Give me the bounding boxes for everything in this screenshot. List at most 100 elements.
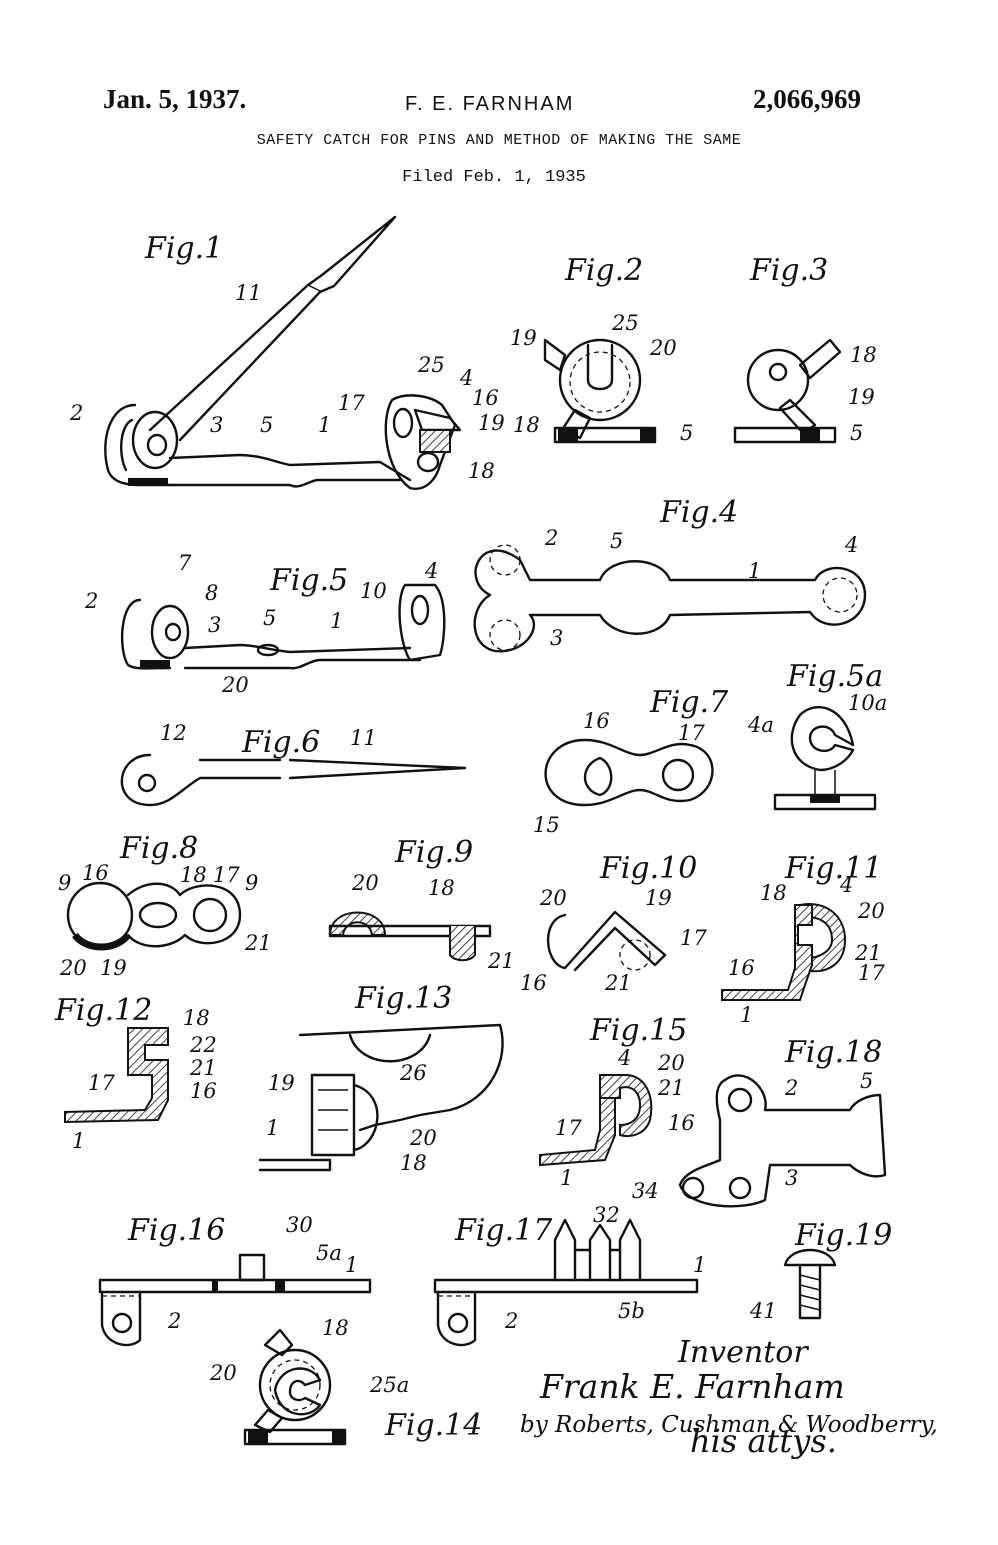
fig11-label: Fig.11: [784, 851, 882, 886]
fig19-numerals: 41: [749, 1299, 777, 1323]
fig5-numeral: 3: [208, 613, 221, 637]
fig11-numeral: 1: [740, 1003, 753, 1027]
patent-title: SAFETY CATCH FOR PINS AND METHOD OF MAKI…: [256, 132, 742, 149]
fig3-numeral: 5: [850, 421, 863, 445]
fig12-numeral: 16: [190, 1079, 217, 1103]
fig4-numeral: 5: [610, 529, 623, 553]
filed-date: Filed Feb. 1, 1935: [402, 168, 586, 187]
fig10-label: Fig.10: [599, 851, 697, 886]
fig14-numeral: 18: [322, 1316, 349, 1340]
fig5-numeral: 10: [360, 579, 387, 603]
fig17-numeral: 2: [504, 1309, 518, 1333]
fig1-numeral: 19: [478, 411, 505, 435]
fig19-label: Fig.19: [794, 1218, 892, 1253]
fig12-numeral: 1: [72, 1129, 85, 1153]
fig11-numeral: 21: [854, 941, 882, 965]
fig4-numeral: 2: [544, 526, 558, 550]
fig10-numeral: 19: [645, 886, 672, 910]
fig16-numeral: 30: [286, 1213, 313, 1237]
fig5-numeral: 20: [221, 673, 249, 697]
fig5a-label: Fig.5a: [786, 659, 883, 694]
fig5a-numeral: 4a: [747, 713, 774, 737]
fig14-numeral: 20: [209, 1361, 237, 1385]
fig15-numeral: 17: [555, 1116, 582, 1140]
fig1-numeral: 17: [338, 391, 365, 415]
fig11-numeral: 17: [858, 961, 885, 985]
fig7-numeral: 15: [533, 813, 560, 837]
fig5-numeral: 4: [424, 559, 438, 583]
fig1-numeral: 16: [472, 386, 499, 410]
patent-number: 2,066,969: [753, 84, 861, 114]
fig11-numeral: 4: [839, 873, 853, 897]
fig15-numeral: 1: [560, 1166, 573, 1190]
fig15-label: Fig.15: [589, 1013, 687, 1048]
fig8-numeral: 20: [59, 956, 87, 980]
fig13-numeral: 18: [400, 1151, 427, 1175]
fig15-numeral: 16: [668, 1111, 695, 1135]
fig12-numeral: 17: [88, 1071, 115, 1095]
fig12-numeral: 21: [189, 1056, 217, 1080]
fig17-numerals: 32 1 2 5b: [504, 1203, 706, 1333]
fig18-numeral: 34: [632, 1179, 659, 1203]
fig3-label: Fig.3: [749, 253, 828, 288]
fig10-numeral: 17: [680, 926, 707, 950]
fig2-numeral: 19: [510, 326, 537, 350]
fig10-numeral: 21: [604, 971, 632, 995]
fig1-numeral: 4: [459, 366, 473, 390]
fig18-label: Fig.18: [784, 1035, 882, 1070]
fig16-numeral: 1: [345, 1253, 358, 1277]
fig18-numeral: 5: [860, 1069, 873, 1093]
fig13-numeral: 19: [268, 1071, 295, 1095]
signature-block: Inventor Frank E. Farnham by Roberts, Cu…: [520, 1335, 938, 1460]
fig13-numeral: 20: [409, 1126, 437, 1150]
fig5-numeral: 2: [84, 589, 98, 613]
fig15-numeral: 4: [617, 1046, 631, 1070]
fig17-numeral: 5b: [618, 1299, 645, 1323]
fig5-numeral: 7: [178, 551, 192, 575]
fig1-numeral: 1: [318, 413, 331, 437]
fig18-numeral: 2: [784, 1076, 798, 1100]
fig5-numeral: 8: [205, 581, 218, 605]
fig9-label: Fig.9: [394, 835, 473, 870]
fig8-numeral: 17: [213, 863, 240, 887]
fig13-numeral: 1: [266, 1116, 279, 1140]
fig11-numeral: 16: [728, 956, 755, 980]
fig1-numeral: 18: [468, 459, 495, 483]
fig6-label: Fig.6: [241, 725, 320, 760]
fig18-numerals: 2 5 34 3: [632, 1069, 873, 1203]
fig8-numeral: 16: [82, 861, 109, 885]
fig17-label: Fig.17: [454, 1213, 553, 1248]
fig16-numeral: 2: [167, 1309, 181, 1333]
inventor-caption: Inventor: [677, 1335, 809, 1370]
fig12-numeral: 22: [189, 1033, 217, 1057]
fig19-numeral: 41: [749, 1299, 777, 1323]
fig8-numeral: 18: [180, 863, 207, 887]
inventor-signature: Frank E. Farnham: [539, 1367, 845, 1406]
fig4-label: Fig.4: [659, 495, 738, 530]
fig18-numeral: 3: [785, 1166, 798, 1190]
fig17-numeral: 1: [693, 1253, 706, 1277]
figure-18: Fig.18 2 5 34 3: [632, 1035, 887, 1208]
fig17-numeral: 32: [593, 1203, 620, 1227]
figure-19: Fig.19 41: [749, 1218, 892, 1323]
fig2-numeral: 20: [649, 336, 677, 360]
fig5-numeral: 5: [263, 606, 276, 630]
fig14-label: Fig.14: [384, 1408, 482, 1443]
fig7-numeral: 16: [583, 709, 610, 733]
